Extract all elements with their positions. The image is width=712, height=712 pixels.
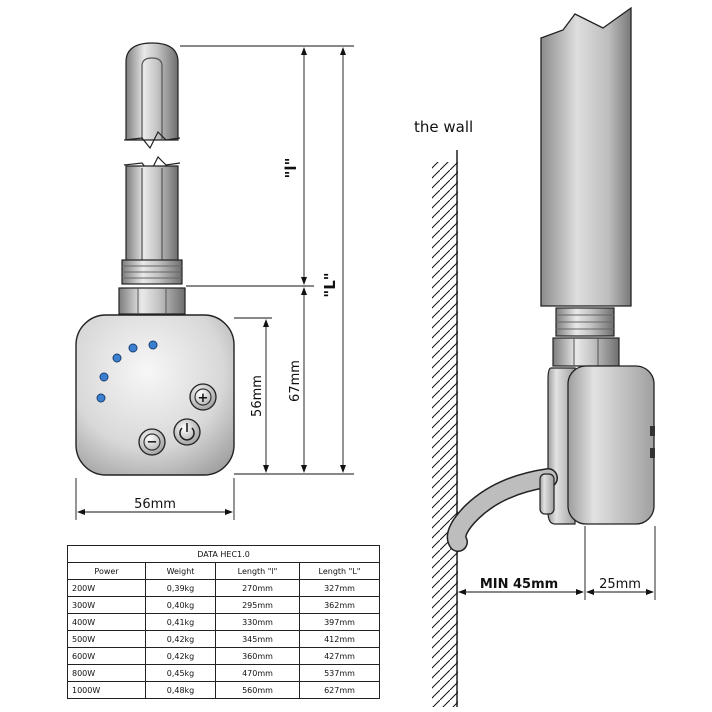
table-row: 300W 0,40kg 295mm 362mm: [67, 596, 381, 614]
dim-label-min-gap: MIN 45mm: [480, 577, 558, 592]
column-header: Power: [67, 562, 146, 580]
cell-length-l: 360mm: [215, 647, 300, 665]
led-icon: [148, 340, 158, 350]
table-row: 200W 0,39kg 270mm 327mm: [67, 579, 381, 597]
plus-icon: [194, 388, 212, 406]
break-lines: [123, 130, 181, 175]
cell-power: 600W: [67, 647, 146, 665]
side-view: the wall: [414, 6, 655, 707]
cell-weight: 0,48kg: [145, 681, 216, 699]
controller-side-front: [567, 365, 655, 525]
plus-symbol: +: [198, 391, 209, 406]
cell-length-L: 397mm: [298, 613, 381, 631]
side-coupling: [555, 307, 615, 337]
led-icon: [112, 353, 122, 363]
cell-length-l: 270mm: [215, 579, 300, 597]
cell-length-l: 560mm: [215, 681, 300, 699]
dim-label-L: "L": [321, 272, 339, 297]
plus-button[interactable]: +: [189, 383, 217, 411]
front-view: + −: [75, 42, 235, 476]
cell-length-l: 330mm: [215, 613, 300, 631]
table-header-row: Power Weight Length "l" Length "L": [67, 562, 381, 580]
cell-length-l: 345mm: [215, 630, 300, 648]
minus-symbol: −: [147, 435, 158, 450]
table-row: 500W 0,42kg 345mm 412mm: [67, 630, 381, 648]
front-dimension-arrows: [77, 47, 346, 515]
cell-weight: 0,41kg: [145, 613, 216, 631]
column-header: Length "l": [215, 562, 300, 580]
wall-label: the wall: [414, 118, 473, 136]
spec-table: DATA HEC1.0 Power Weight Length "l" Leng…: [66, 545, 381, 699]
table-row: 1000W 0,48kg 560mm 627mm: [67, 681, 381, 699]
cell-power: 1000W: [67, 681, 146, 699]
towel-rail-pipe: [540, 6, 632, 307]
heating-rod-upper: [125, 42, 179, 141]
cell-power: 800W: [67, 664, 146, 682]
cell-weight: 0,42kg: [145, 630, 216, 648]
power-button[interactable]: [173, 418, 201, 446]
cell-power: 400W: [67, 613, 146, 631]
dim-label-l: "l": [282, 158, 300, 179]
cell-power: 200W: [67, 579, 146, 597]
led-icon: [99, 372, 109, 382]
hex-nut: [118, 287, 186, 315]
led-icon: [96, 393, 106, 403]
power-icon: [179, 423, 195, 441]
cell-length-L: 412mm: [298, 630, 381, 648]
cell-length-L: 327mm: [298, 579, 381, 597]
cell-weight: 0,42kg: [145, 647, 216, 665]
table-title-row: DATA HEC1.0: [66, 545, 381, 563]
wall-hatch: [432, 150, 458, 707]
threaded-coupling: [121, 259, 183, 285]
column-header: Length "L": [298, 562, 381, 580]
minus-button[interactable]: −: [138, 428, 166, 456]
table-row: 600W 0,42kg 360mm 427mm: [67, 647, 381, 665]
table-row: 800W 0,45kg 470mm 537mm: [67, 664, 381, 682]
power-cable: [446, 468, 558, 552]
dim-label-56mm-height: 56mm: [250, 375, 265, 417]
led-icon: [128, 343, 138, 353]
dim-label-67mm: 67mm: [288, 360, 303, 402]
side-hex-nut: [552, 337, 620, 367]
cell-length-l: 295mm: [215, 596, 300, 614]
led-indicators: [96, 340, 158, 403]
cell-length-l: 470mm: [215, 664, 300, 682]
side-button-nub: [650, 448, 655, 458]
table-title: DATA HEC1.0: [66, 545, 381, 563]
cell-length-L: 627mm: [298, 681, 381, 699]
dim-label-56mm-width: 56mm: [134, 497, 176, 512]
table-row: 400W 0,41kg 330mm 397mm: [67, 613, 381, 631]
dim-label-depth: 25mm: [599, 577, 641, 592]
cell-weight: 0,40kg: [145, 596, 216, 614]
cell-weight: 0,45kg: [145, 664, 216, 682]
cell-length-L: 362mm: [298, 596, 381, 614]
side-button-nub: [650, 426, 655, 436]
cell-length-L: 537mm: [298, 664, 381, 682]
minus-icon: [143, 433, 161, 451]
cell-power: 300W: [67, 596, 146, 614]
cell-weight: 0,39kg: [145, 579, 216, 597]
heating-rod-lower: [125, 165, 179, 263]
side-dimensions: [460, 526, 656, 600]
cell-length-L: 427mm: [298, 647, 381, 665]
side-dimension-arrows: [458, 589, 654, 595]
cell-power: 500W: [67, 630, 146, 648]
column-header: Weight: [145, 562, 216, 580]
front-dimensions: [75, 45, 354, 520]
